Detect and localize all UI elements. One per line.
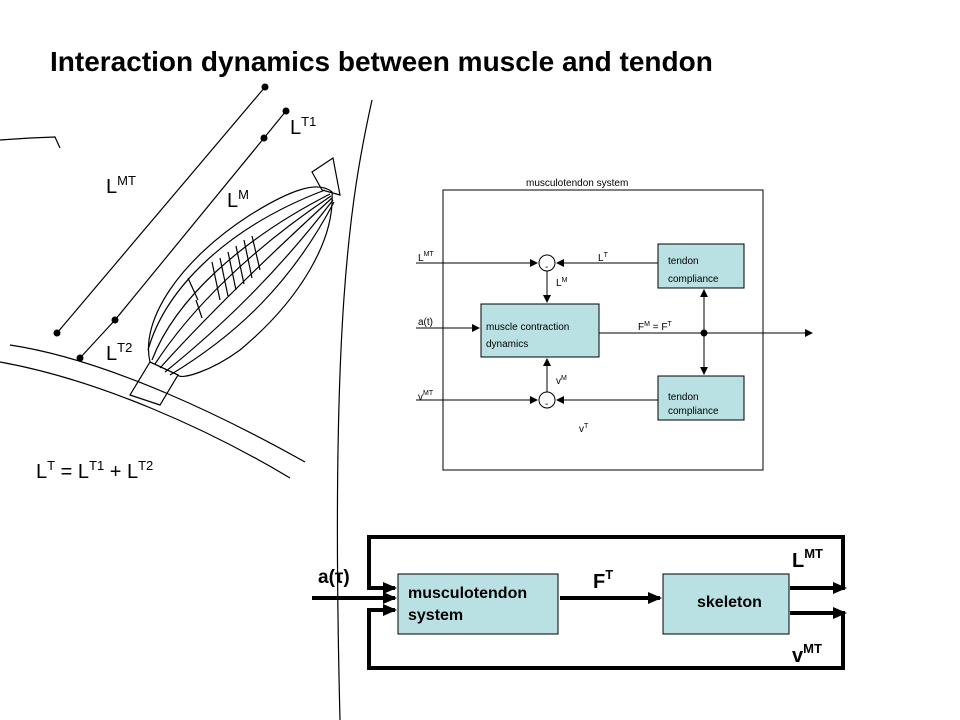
musculotendon-system-diagram: musculotendon system muscle contraction … bbox=[416, 178, 813, 471]
force-label: FT bbox=[593, 567, 613, 593]
input-activation: a(τ) bbox=[318, 567, 350, 588]
svg-text:vMT: vMT bbox=[418, 390, 434, 403]
svg-text:dynamics: dynamics bbox=[486, 339, 528, 350]
svg-text:musculotendon: musculotendon bbox=[408, 585, 527, 602]
lower-tendon bbox=[129, 361, 179, 406]
closed-loop-diagram: musculotendon system skeleton a(τ) FT LM… bbox=[312, 535, 847, 670]
tendon-compliance-bottom bbox=[657, 375, 745, 421]
svg-text:tendon: tendon bbox=[668, 256, 699, 267]
lt1-line bbox=[263, 110, 287, 139]
musculotendon-system-block bbox=[397, 573, 559, 635]
svg-text:-: - bbox=[545, 399, 548, 410]
vmt-output: vMT bbox=[792, 641, 822, 667]
bone-lower-curve-2 bbox=[0, 361, 291, 479]
lmt-output: LMT bbox=[792, 546, 823, 572]
system-title: musculotendon system bbox=[526, 178, 628, 189]
svg-text:LMT: LMT bbox=[418, 251, 434, 264]
muscle-tendon-sketch bbox=[0, 86, 373, 720]
tendon-compliance-top bbox=[657, 243, 745, 289]
skeleton-block bbox=[662, 573, 790, 635]
label-lt2: LT2 bbox=[106, 340, 132, 365]
bone-right-edge bbox=[336, 99, 373, 720]
svg-text:system: system bbox=[408, 607, 463, 624]
svg-text:vT: vT bbox=[579, 423, 589, 435]
svg-text:vM: vM bbox=[556, 375, 567, 387]
muscle-contraction-block bbox=[480, 303, 600, 358]
svg-text:compliance: compliance bbox=[668, 406, 719, 417]
lt2-line bbox=[79, 319, 116, 359]
label-lt1: LT1 bbox=[290, 114, 316, 139]
svg-text:a(t): a(t) bbox=[418, 317, 433, 328]
svg-text:-: - bbox=[545, 262, 548, 273]
bone-lower-curve bbox=[9, 344, 306, 463]
slide-title: Interaction dynamics between muscle and … bbox=[50, 46, 713, 77]
muscle-belly bbox=[148, 186, 333, 377]
force-node bbox=[700, 329, 708, 337]
lm-line bbox=[114, 137, 265, 321]
system-boundary bbox=[442, 189, 764, 471]
lmt-line bbox=[56, 86, 266, 334]
svg-text:FM = FT: FM = FT bbox=[638, 321, 672, 333]
upper-tendon bbox=[311, 156, 341, 196]
label-lm: LM bbox=[227, 187, 249, 212]
svg-text:tendon: tendon bbox=[668, 392, 699, 403]
svg-text:LT: LT bbox=[598, 252, 609, 264]
measurement-dots bbox=[53, 83, 290, 362]
svg-text:muscle contraction: muscle contraction bbox=[486, 322, 569, 333]
svg-text:LM: LM bbox=[556, 277, 568, 289]
bone-left-edge bbox=[0, 136, 61, 149]
svg-text:compliance: compliance bbox=[668, 274, 719, 285]
equation-lt: LT = LT1 + LT2 bbox=[36, 458, 153, 483]
svg-text:skeleton: skeleton bbox=[697, 594, 762, 611]
label-lmt: LMT bbox=[106, 173, 136, 198]
